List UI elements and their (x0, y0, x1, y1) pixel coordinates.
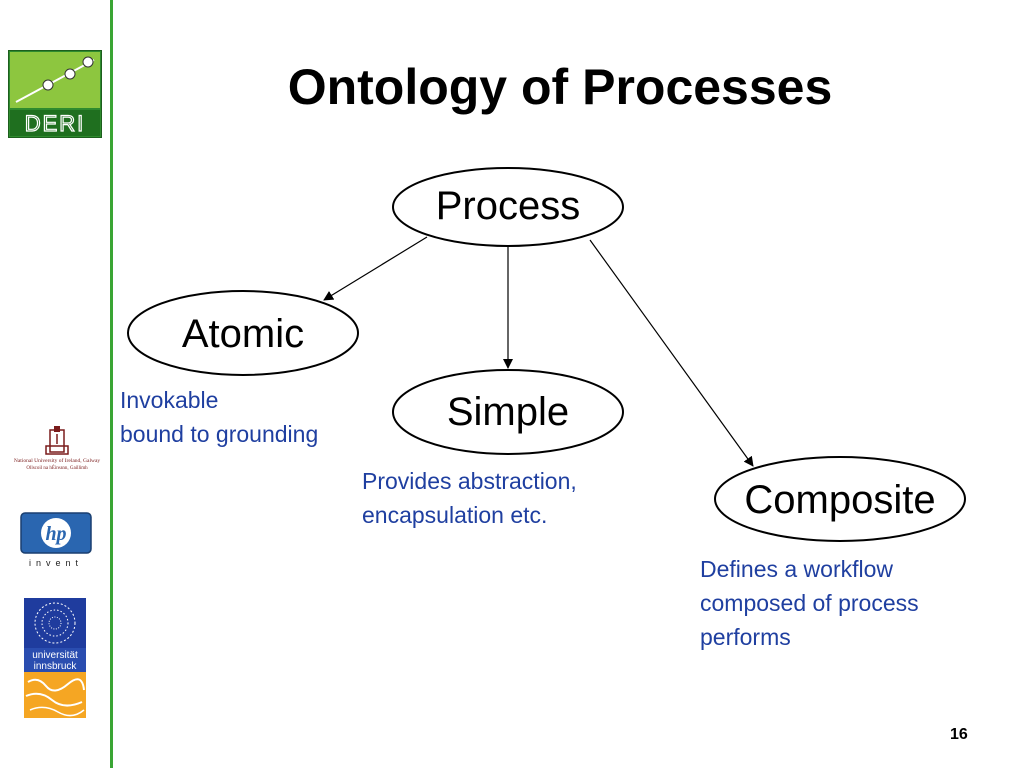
page-number: 16 (950, 726, 968, 743)
nuig-name-irish: Ollscoil na hÉireann, Gaillimh (26, 466, 88, 471)
composite-note: Defines a workflow composed of process p… (700, 552, 919, 654)
composite-note-line: composed of process (700, 590, 919, 616)
nuig-name-english: National University of Ireland, Galway (13, 458, 101, 464)
simple-note-line: Provides abstraction, (362, 468, 577, 494)
hp-logo-text: hp (45, 523, 66, 545)
composite-note-line: performs (700, 624, 791, 650)
composite-node-label: Composite (744, 478, 936, 522)
composite-note-line: Defines a workflow (700, 556, 894, 582)
hp-logo: hp invent (20, 512, 98, 572)
hp-badge-icon: hp (20, 512, 92, 554)
atomic-node-label: Atomic (181, 312, 305, 356)
deri-logo-text: DERI (25, 111, 86, 136)
uibk-logo: universität innsbruck (24, 598, 86, 718)
simple-node-ellipse (392, 369, 624, 455)
arrow-process-to-composite (589, 239, 754, 467)
simple-note-line: encapsulation etc. (362, 502, 548, 528)
atomic-node-ellipse (127, 290, 359, 376)
uibk-text-line2: innsbruck (34, 661, 78, 672)
process-node-label: Process (435, 184, 581, 228)
composite-node-ellipse (714, 456, 966, 542)
nuig-crest-icon (45, 426, 69, 455)
deri-logo: DERI (8, 50, 102, 138)
side-divider-line (110, 0, 113, 768)
atomic-note-line: bound to grounding (120, 421, 319, 447)
atomic-note: Invokable bound to grounding (120, 383, 318, 451)
slide-title: Ontology of Processes (287, 59, 833, 115)
atomic-note-line: Invokable (120, 387, 219, 413)
arrow-process-to-atomic (323, 236, 428, 301)
nuig-logo: National University of Ireland, Galway O… (4, 424, 110, 476)
hp-tagline: invent (28, 558, 84, 568)
simple-note: Provides abstraction, encapsulation etc. (362, 464, 577, 532)
uibk-text-line1: universität (32, 650, 78, 661)
simple-node-label: Simple (446, 390, 570, 434)
